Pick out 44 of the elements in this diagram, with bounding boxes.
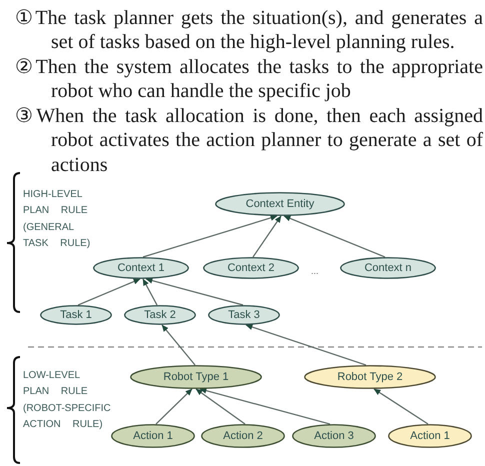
- node-label: Context 2: [227, 262, 275, 274]
- arrow: [196, 388, 246, 424]
- node-label: Task 2: [144, 308, 176, 322]
- numbered-step-text: ①The task planner gets the situation(s), and generates a set of tasks based on the high-level planning rules.: [14, 6, 483, 55]
- bracket-label: HIGH-LEVEL PLAN RULE (GENERAL TASK RULE): [23, 188, 92, 252]
- ellipse-node: [388, 424, 472, 448]
- node-label: Context n: [364, 262, 412, 274]
- node-label: Task 3: [228, 308, 260, 322]
- numbered-step-text: ③When the task allocation is done, then each assigned robot activates the action planner to generate a set of actions: [14, 104, 483, 178]
- node-label: Task 1: [60, 308, 92, 322]
- ellipse-node: [40, 305, 112, 325]
- numbered-step-text: ②Then the system allocates the tasks to the appropriate robot who can handle the specific job: [14, 55, 483, 104]
- node-label: Context 1: [117, 262, 165, 274]
- node-label: Robot Type 1: [163, 370, 229, 384]
- arrow: [142, 278, 158, 306]
- arrow: [162, 324, 196, 366]
- arrow: [200, 388, 330, 425]
- ellipse-node: [340, 257, 436, 279]
- arrow: [146, 278, 244, 306]
- ellipse-node: [201, 424, 285, 448]
- node-label: Action 2: [223, 430, 263, 442]
- arrow: [142, 215, 278, 258]
- ellipse-node: [208, 305, 280, 325]
- ellipse-node: [215, 192, 345, 216]
- ellipse-node: [304, 365, 436, 389]
- ellipse-node: [124, 305, 196, 325]
- arrow: [252, 216, 282, 258]
- bracket-label: LOW-LEVEL PLAN RULE (ROBOT-SPECIFIC ACTION RULE): [23, 369, 112, 432]
- arrow: [246, 324, 366, 366]
- arrow: [374, 388, 428, 425]
- node-label: Action 3: [314, 430, 354, 442]
- ellipse-node: [292, 424, 376, 448]
- node-label: Action 1: [410, 430, 450, 442]
- arrow: [78, 278, 140, 306]
- node-label: Robot Type 2: [337, 370, 403, 384]
- ellipse-node: [130, 365, 262, 389]
- arrow: [156, 388, 192, 424]
- ellipsis-text: ...: [311, 266, 319, 276]
- arrow: [284, 215, 386, 258]
- node-label: Context Entity: [246, 198, 314, 210]
- ellipse-node: [203, 257, 299, 279]
- ellipse-node: [93, 257, 189, 279]
- node-label: Action 1: [133, 430, 173, 442]
- ellipse-node: [111, 424, 195, 448]
